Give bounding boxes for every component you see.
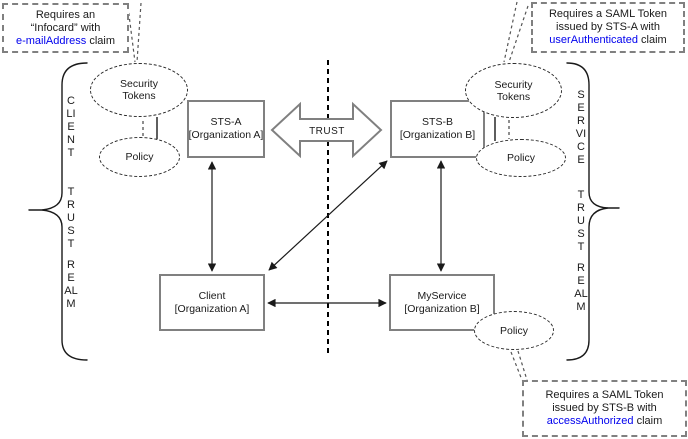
- arrow-stsb-client: [268, 160, 388, 271]
- ellipse-connectors: [142, 117, 510, 141]
- node-title: STS-B: [422, 116, 453, 128]
- node-subtitle: [Organization A]: [174, 302, 250, 315]
- node-subtitle: [Organization B]: [404, 302, 480, 315]
- ellipse-label: Security Tokens: [120, 78, 158, 102]
- node-sts-b: STS-B [Organization B]: [390, 100, 485, 158]
- node-title: Client: [198, 289, 226, 302]
- callout-line: e-mailAddress claim: [16, 35, 115, 48]
- claim-name-highlight: accessAuthorized: [546, 415, 634, 427]
- callout-line: issued by STS-A with: [556, 21, 660, 33]
- callout-line: userAuthenticated claim: [549, 34, 666, 47]
- callout-suffix: claim: [86, 34, 116, 47]
- ellipse-security-tokens-right: Security Tokens: [465, 63, 562, 118]
- callout-suffix: claim: [633, 415, 663, 427]
- trust-block-arrow: [270, 101, 383, 159]
- callout-line: Requires a SAML Token: [545, 389, 664, 401]
- callout-line: Requires an: [35, 8, 96, 21]
- ellipse-label: Policy: [506, 152, 535, 164]
- ellipse-policy-left: Policy: [99, 137, 180, 177]
- callout-line: issued by STS-B with: [552, 402, 657, 414]
- node-title: STS-A: [210, 116, 242, 128]
- node-subtitle: [Organization B]: [399, 129, 476, 141]
- node-sts-a: STS-A [Organization A]: [187, 100, 265, 158]
- ellipse-label: Policy: [499, 324, 528, 337]
- right-realm-word-trust: TRUST: [577, 189, 585, 253]
- callout-line: “Infocard” with: [30, 21, 101, 34]
- callout-infocard-claim: Requires an “Infocard” with e-mailAddres…: [2, 3, 129, 53]
- callout-saml-stsb-claim: Requires a SAML Token issued by STS-B wi…: [522, 380, 687, 437]
- interaction-arrows: [207, 160, 446, 308]
- callout-line: Requires a SAML Token: [548, 8, 667, 20]
- callout-line: accessAuthorized claim: [547, 415, 663, 428]
- callout-suffix: claim: [637, 34, 667, 46]
- node-client: Client [Organization A]: [159, 274, 265, 331]
- ellipse-label: Policy: [125, 151, 154, 163]
- claim-name-highlight: e-mailAddress: [15, 34, 87, 47]
- ellipse-policy-service: Policy: [474, 311, 554, 350]
- trust-arrow-label: TRUST: [309, 126, 345, 137]
- callout-saml-stsa-claim: Requires a SAML Token issued by STS-A wi…: [531, 2, 685, 53]
- node-title: MyService: [417, 289, 467, 302]
- claim-name-highlight: userAuthenticated: [549, 34, 638, 46]
- left-realm-word-trust: TRUST: [67, 186, 75, 250]
- ellipse-security-tokens-left: Security Tokens: [90, 63, 188, 117]
- left-realm-word-realm: REALM: [64, 259, 78, 310]
- ellipse-label: Security Tokens: [494, 78, 533, 103]
- right-realm-word-realm: REALM: [574, 262, 588, 313]
- callout-tails: [127, 1, 529, 381]
- right-realm-word-service: SERVICE: [575, 89, 587, 166]
- ellipse-policy-right: Policy: [476, 139, 566, 177]
- realm-braces: [28, 62, 620, 361]
- left-realm-word-client: CLIENT: [66, 95, 76, 159]
- node-subtitle: [Organization A]: [188, 129, 264, 141]
